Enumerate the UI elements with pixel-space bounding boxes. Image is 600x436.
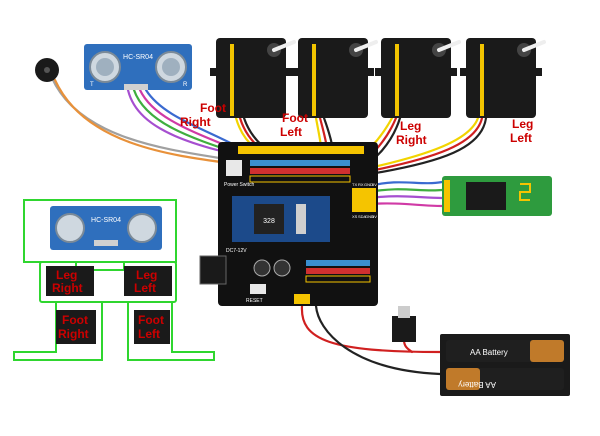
servo-3-label-line1: Leg — [400, 119, 421, 133]
robot-leg-left-line2: Left — [134, 281, 156, 295]
robot-foot-right-line2: Right — [58, 327, 89, 341]
robot-sensor: HC-SR04 — [50, 206, 162, 250]
robot-foot-right-line1: Foot — [62, 313, 88, 327]
servo-4-label-line2: Left — [510, 131, 532, 145]
battery-cell-1: AA Battery — [446, 340, 564, 362]
robot-foot-left-line1: Foot — [138, 313, 164, 327]
power-switch — [226, 160, 242, 176]
controller-board: Power Switch 328 TX RX GND 5V XS SDA GND… — [199, 142, 378, 306]
battery-cell-1-label: AA Battery — [470, 348, 508, 357]
bt-header-tx: TX — [352, 182, 357, 187]
robot-leg-left-line1: Leg — [136, 268, 157, 282]
bt-wire-2 — [368, 188, 444, 194]
bt-header2-sda: SDA — [358, 214, 367, 219]
servo-2-label-line1: Foot — [282, 111, 308, 125]
servo4-wire-black — [368, 116, 488, 176]
bt-wire-4 — [368, 202, 444, 208]
reset-button — [250, 284, 266, 294]
bluetooth-module — [442, 176, 552, 216]
servo-2-label-line2: Left — [280, 125, 302, 139]
ultrasonic-sensor: HC-SR04 T R — [84, 44, 192, 90]
dc-label: DC7-12V — [226, 248, 247, 254]
servo-3 — [375, 38, 461, 118]
power-switch-label: Power Switch — [224, 182, 255, 188]
bt-header-rx: RX — [358, 182, 364, 187]
buzzer — [35, 58, 59, 82]
chip-label: 328 — [263, 218, 275, 225]
robot-foot-left: Foot Left — [134, 310, 170, 344]
battery-switch — [392, 306, 416, 342]
buzzer-wire-orange — [53, 78, 238, 166]
servo-1 — [210, 38, 296, 118]
robot-foot-right: Foot Right — [56, 310, 96, 344]
bt-wire-1 — [368, 180, 444, 188]
battery-wire-black — [314, 304, 442, 376]
servo-1-label-line1: Foot — [200, 101, 226, 115]
capacitor-1 — [253, 259, 271, 277]
servo-4 — [460, 38, 546, 118]
bt-header-gnd: GND — [364, 182, 373, 187]
battery-wire-red — [300, 304, 442, 354]
bt-header2-gnd: GND — [365, 214, 374, 219]
servo-2 — [292, 38, 378, 118]
robot-leg-right-line2: Right — [52, 281, 83, 295]
servo-4-label-line1: Leg — [512, 117, 533, 131]
bt-header2-xs: XS — [352, 214, 358, 219]
bt-header-5v: 5V — [372, 182, 377, 187]
dc-jack — [199, 255, 227, 285]
battery-holder: AA Battery AA Battery — [440, 334, 570, 396]
battery-cell-2-label: AA Battery — [458, 380, 496, 389]
reset-label: RESET — [246, 298, 263, 304]
robot-foot-left-line2: Left — [138, 327, 160, 341]
sensor-pin-t: T — [90, 82, 94, 88]
servo-3-label-line2: Right — [396, 133, 427, 147]
servo-1-label-line2: Right — [180, 115, 211, 129]
bt-header2-5v: 5V — [372, 214, 377, 219]
bt-wire-3 — [368, 195, 444, 200]
robot-leg-left: Leg Left — [124, 266, 172, 296]
robot-leg-right: Leg Right — [46, 266, 94, 296]
robot-leg-right-line1: Leg — [56, 268, 77, 282]
sensor-model-label: HC-SR04 — [123, 54, 153, 61]
servo4-wire-red — [363, 116, 484, 174]
capacitor-2 — [273, 259, 291, 277]
sensor-pin-r: R — [183, 82, 188, 88]
servo4-wire-yellow — [358, 116, 480, 172]
battery-cell-2: AA Battery — [446, 368, 564, 390]
robot-sensor-model: HC-SR04 — [91, 217, 121, 224]
